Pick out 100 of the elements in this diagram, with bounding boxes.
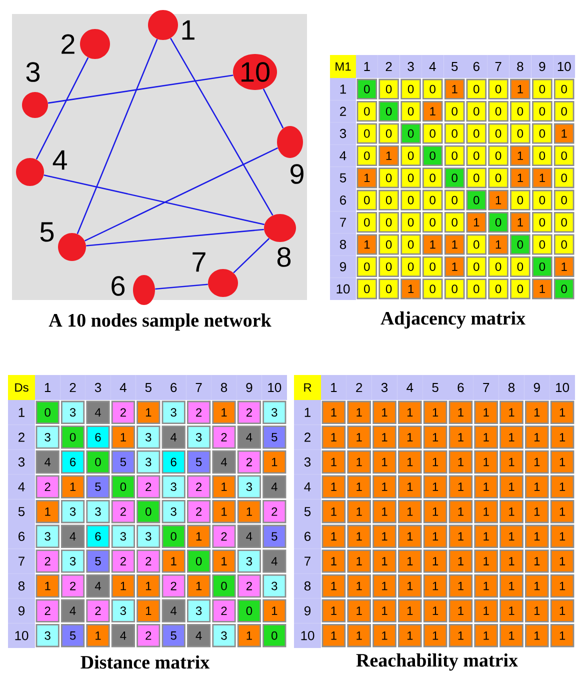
matrix-cell: 1 xyxy=(423,624,448,648)
matrix-cell: 1 xyxy=(448,524,473,548)
matrix-cell: 2 xyxy=(111,550,135,573)
matrix-cell: 1 xyxy=(500,524,524,548)
matrix-cell: 0 xyxy=(444,123,465,144)
header-cell: 8 xyxy=(498,375,524,400)
matrix-cell: 1 xyxy=(372,599,396,622)
matrix-cell: 4 xyxy=(61,524,85,548)
matrix-cell: 1 xyxy=(488,190,508,210)
header-cell: 6 xyxy=(330,189,356,212)
matrix-cell: 2 xyxy=(187,500,211,524)
matrix-cell: 4 xyxy=(262,550,286,573)
header-cell: 5 xyxy=(422,375,448,400)
matrix-cell: 1 xyxy=(474,550,498,573)
matrix-cell: 1 xyxy=(474,574,498,598)
header-cell: 3 xyxy=(372,375,398,400)
matrix-cell: 1 xyxy=(372,524,396,548)
matrix-cell: 0 xyxy=(422,212,443,233)
matrix-cell: 0 xyxy=(444,190,465,210)
matrix-cell: 1 xyxy=(262,450,286,474)
matrix-cell: 0 xyxy=(444,168,465,188)
matrix-cell: 1 xyxy=(510,145,530,166)
matrix-cell: 1 xyxy=(372,426,396,449)
matrix-cell: 1 xyxy=(422,234,443,255)
matrix-cell: 1 xyxy=(448,426,473,449)
matrix-cell: 0 xyxy=(510,123,530,144)
header-cell: 1 xyxy=(35,375,60,400)
matrix-cell: 1 xyxy=(444,256,465,277)
matrix-cell: 0 xyxy=(466,234,487,255)
matrix-cell: 2 xyxy=(237,574,261,598)
matrix-cell: 1 xyxy=(550,550,574,573)
matrix-cell: 0 xyxy=(422,168,443,188)
matrix-cell: 0 xyxy=(532,145,552,166)
matrix-cell: 1 xyxy=(448,400,473,424)
node-number: 5 xyxy=(40,222,54,242)
matrix-cell: 0 xyxy=(237,599,261,622)
matrix-cell: 1 xyxy=(136,599,160,622)
matrix-cell: 0 xyxy=(532,234,552,255)
matrix-cell: 0 xyxy=(554,190,574,210)
matrix-cell: 1 xyxy=(550,426,574,449)
matrix-cell: 0 xyxy=(554,212,574,233)
matrix-cell: 1 xyxy=(474,475,498,498)
corner-cell: Ds xyxy=(8,375,35,400)
matrix-cell: 4 xyxy=(262,475,286,498)
matrix-cell: 0 xyxy=(111,475,135,498)
matrix-cell: 0 xyxy=(488,78,508,100)
matrix-cell: 3 xyxy=(136,524,160,548)
matrix-cell: 0 xyxy=(400,101,421,122)
header-cell: 8 xyxy=(330,233,356,256)
matrix-cell: 1 xyxy=(448,599,473,622)
header-cell: 9 xyxy=(531,55,554,78)
matrix-cell: 6 xyxy=(61,450,85,474)
edge-line xyxy=(155,284,208,290)
matrix-cell: 0 xyxy=(262,624,286,648)
matrix-cell: 0 xyxy=(554,145,574,166)
matrix-cell: 1 xyxy=(372,624,396,648)
matrix-cell: 1 xyxy=(398,550,422,573)
matrix-cell: 1 xyxy=(347,624,371,648)
edge-line xyxy=(233,238,270,274)
matrix-cell: 3 xyxy=(162,475,186,498)
header-cell: 4 xyxy=(110,375,136,400)
matrix-cell: 5 xyxy=(86,550,110,573)
matrix-cell: 3 xyxy=(61,400,85,424)
matrix-cell: 3 xyxy=(237,475,261,498)
header-cell: 8 xyxy=(294,574,321,598)
matrix-cell: 3 xyxy=(162,400,186,424)
matrix-cell: 1 xyxy=(36,500,60,524)
matrix-cell: 2 xyxy=(187,475,211,498)
matrix-cell: 2 xyxy=(86,599,110,622)
matrix-cell: 1 xyxy=(525,524,549,548)
matrix-cell: 0 xyxy=(400,256,421,277)
matrix-cell: 1 xyxy=(187,524,211,548)
matrix-cell: 1 xyxy=(554,256,574,277)
matrix-cell: 1 xyxy=(212,400,236,424)
matrix-cell: 3 xyxy=(36,624,60,648)
matrix-cell: 3 xyxy=(36,524,60,548)
matrix-cell: 1 xyxy=(474,500,498,524)
matrix-cell: 1 xyxy=(532,168,552,188)
matrix-cell: 0 xyxy=(510,190,530,210)
matrix-cell: 5 xyxy=(262,426,286,449)
matrix-cell: 0 xyxy=(378,234,399,255)
header-cell: 4 xyxy=(294,474,321,500)
corner-cell: M1 xyxy=(330,55,356,78)
header-cell: 4 xyxy=(422,55,444,78)
matrix-cell: 0 xyxy=(532,256,552,277)
matrix-cell: 3 xyxy=(262,574,286,598)
matrix-cell: 0 xyxy=(510,234,530,255)
matrix-cell: 1 xyxy=(500,500,524,524)
matrix-cell: 1 xyxy=(372,500,396,524)
matrix-cell: 0 xyxy=(532,190,552,210)
matrix-cell: 4 xyxy=(162,599,186,622)
matrix-cell: 0 xyxy=(378,278,399,300)
matrix-cell: 1 xyxy=(423,574,448,598)
matrix-cell: 4 xyxy=(61,599,85,622)
matrix-cell: 1 xyxy=(423,524,448,548)
header-cell: 5 xyxy=(136,375,161,400)
matrix-cell: 1 xyxy=(550,574,574,598)
header-cell: 6 xyxy=(448,375,474,400)
matrix-cell: 2 xyxy=(187,400,211,424)
matrix-cell: 2 xyxy=(212,426,236,449)
